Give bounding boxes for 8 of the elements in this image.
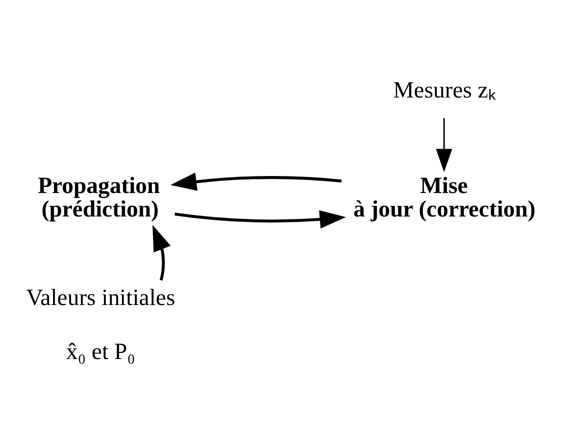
node-text: Mesures zₖ: [393, 76, 496, 103]
arrow: [170, 172, 342, 190]
node-text: Valeurs initiales x̂₀ et P₀: [26, 284, 176, 364]
arrow: [174, 210, 346, 228]
node-text: Mise à jour (correction): [353, 172, 536, 222]
arrow: [436, 118, 452, 172]
node-text: Propagation (prédiction): [38, 172, 160, 222]
arrow: [152, 224, 171, 280]
